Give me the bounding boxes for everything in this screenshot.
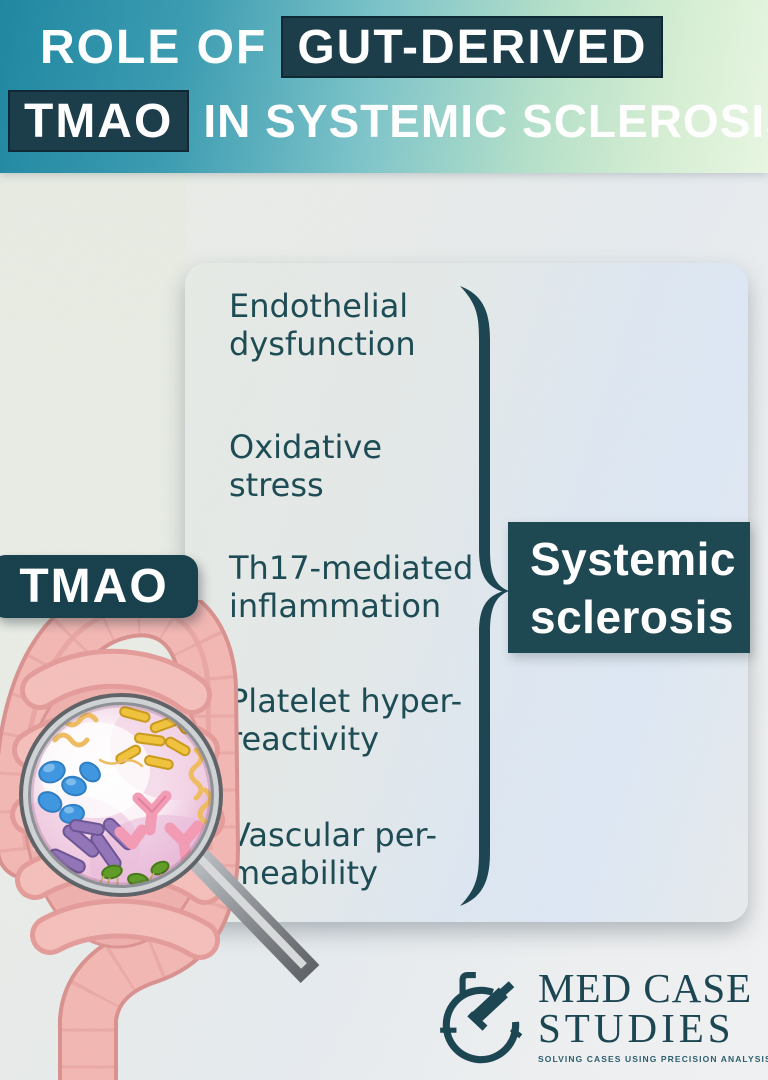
tmao-label: TMAO	[19, 560, 169, 613]
outcome-box-systemic-sclerosis: Systemic sclerosis	[508, 522, 750, 653]
curly-brace	[460, 286, 509, 906]
effect-oxidative-stress: Oxidative stress	[229, 428, 382, 504]
tmao-label-box: TMAO	[0, 555, 198, 618]
microscope-icon	[440, 972, 523, 1064]
header-text-role-of: ROLE OF	[40, 20, 268, 74]
header-line-1: ROLE OF GUT-DERIVED	[40, 16, 664, 78]
effect-line: dysfunction	[229, 325, 416, 363]
outcome-line: sclerosis	[530, 591, 734, 643]
brand-tagline: SOLVING CASES USING PRECISION ANALYSIS	[538, 1054, 768, 1064]
brand-text: MED CASE STUDIES SOLVING CASES USING PRE…	[538, 965, 768, 1065]
effect-line: Endothelial	[229, 287, 409, 325]
effect-endothelial-dysfunction: Endothelial dysfunction	[229, 287, 416, 363]
intestine-illustration	[0, 600, 320, 1080]
outcome-line: Systemic	[530, 533, 737, 585]
brand-logo: MED CASE STUDIES SOLVING CASES USING PRE…	[438, 968, 768, 1074]
effect-line: Th17-mediated	[229, 549, 474, 587]
header-highlight-tmao: TMAO	[8, 90, 190, 152]
effect-line: Oxidative	[229, 428, 382, 466]
header-line-2: TMAO IN SYSTEMIC SCLEROSIS	[8, 90, 768, 152]
header-text-in-systemic-sclerosis: IN SYSTEMIC SCLEROSIS	[203, 95, 768, 147]
effect-line: stress	[229, 466, 324, 504]
brand-name-line2: STUDIES	[538, 1005, 735, 1051]
brand-name-line1: MED CASE	[538, 965, 753, 1011]
header-highlight-gut-derived: GUT-DERIVED	[281, 16, 664, 78]
header-banner: ROLE OF GUT-DERIVED TMAO IN SYSTEMIC SCL…	[0, 0, 768, 173]
